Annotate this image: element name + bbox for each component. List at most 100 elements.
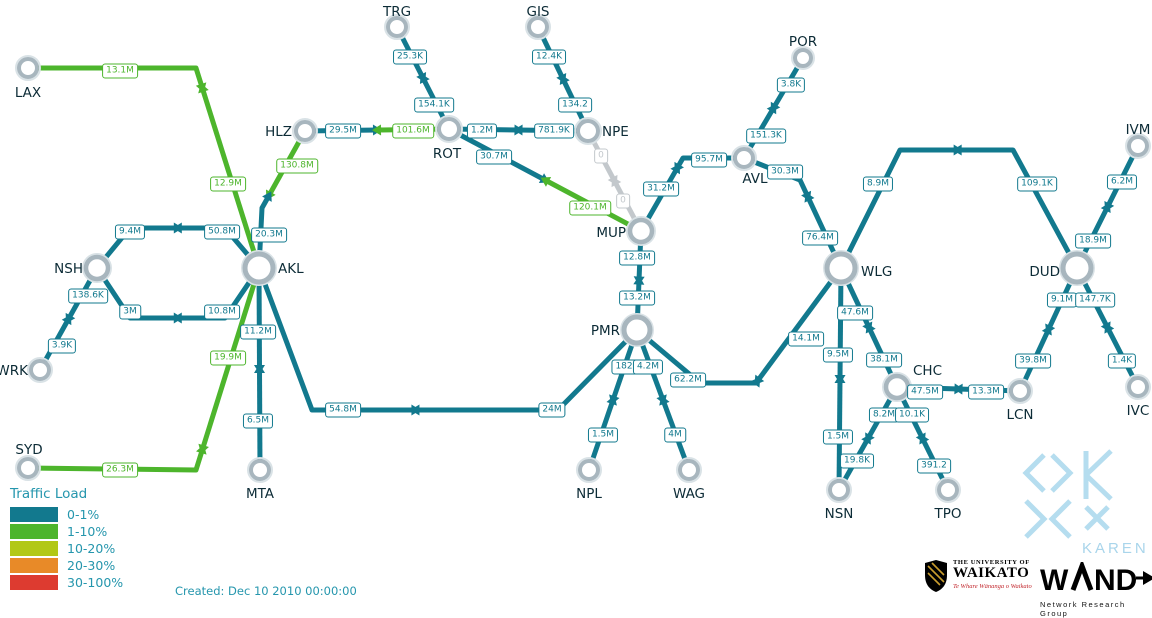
link-wlg-nsn-label-0[interactable]: 9.5M	[822, 347, 854, 363]
link-trg-rot-label-1[interactable]: 154.1K	[414, 97, 454, 113]
link-akl-pmr-label-0[interactable]: 54.8M	[325, 402, 361, 418]
node-TRG-circle[interactable]	[386, 16, 408, 38]
node-CHC[interactable]: CHC	[882, 363, 942, 402]
link-chc-lcn-label-1[interactable]: 13.3M	[968, 384, 1004, 400]
link-mup-avl-label-1[interactable]: 95.7M	[691, 152, 727, 168]
node-SYD-circle[interactable]	[17, 457, 39, 479]
node-AVL-circle[interactable]	[733, 147, 755, 169]
node-TRG[interactable]: TRG	[382, 4, 411, 40]
node-POR-circle[interactable]	[793, 48, 813, 68]
node-CHC-circle[interactable]	[883, 373, 911, 401]
node-WAG[interactable]: WAG	[673, 457, 705, 502]
link-pmr-wlg-half-b[interactable]	[755, 266, 844, 383]
link-avl-por-label-0[interactable]: 151.3K	[746, 128, 786, 144]
node-LAX-circle[interactable]	[17, 57, 39, 79]
link-nsh-wrk-label-0[interactable]: 138.6K	[68, 288, 108, 304]
link-rot-npe-label-0[interactable]: 1.2M	[466, 123, 498, 139]
node-GIS[interactable]: GIS	[525, 4, 551, 40]
link-rot-npe-label-1[interactable]: 781.9K	[534, 123, 574, 139]
link-pmr-wlg-label-1[interactable]: 14.1M	[788, 331, 824, 347]
link-mup-avl-label-0[interactable]: 31.2M	[643, 181, 679, 197]
node-HLZ-circle[interactable]	[294, 120, 316, 142]
node-NSH-circle[interactable]	[83, 254, 111, 282]
node-MUP[interactable]: MUP	[596, 216, 656, 246]
link-rot-mup-label-1[interactable]: 120.1M	[569, 200, 611, 216]
node-MUP-circle[interactable]	[627, 217, 655, 245]
link-wlg-chc-label-0[interactable]: 47.6M	[837, 305, 873, 321]
link-syd-akl-label-0[interactable]: 26.3M	[102, 462, 138, 478]
link-hlz-rot-label-1[interactable]: 101.6M	[392, 123, 434, 139]
node-PMR[interactable]: PMR	[591, 313, 654, 347]
link-nsh-wrk-label-1[interactable]: 3.9K	[47, 338, 77, 354]
link-syd-akl-label-1[interactable]: 19.9M	[210, 350, 246, 366]
node-NSN[interactable]: NSN	[825, 477, 854, 522]
node-ROT[interactable]: ROT	[433, 115, 463, 162]
node-LCN-circle[interactable]	[1009, 380, 1031, 402]
node-WLG-circle[interactable]	[824, 251, 858, 285]
link-rot-mup-label-0[interactable]: 30.7M	[476, 149, 512, 165]
link-akl-pmr-label-1[interactable]: 24M	[538, 402, 566, 418]
link-dud-ivm-label-0[interactable]: 18.9M	[1075, 233, 1111, 249]
link-avl-wlg-label-0[interactable]: 30.3M	[767, 164, 803, 180]
node-IVC-circle[interactable]	[1127, 376, 1149, 398]
node-LAX[interactable]: LAX	[15, 55, 41, 101]
link-pmr-npl-label-1[interactable]: 1.5M	[587, 427, 619, 443]
node-TPO[interactable]: TPO	[933, 477, 962, 522]
link-hlz-rot-label-0[interactable]: 29.5M	[325, 123, 361, 139]
link-avl-wlg-label-1[interactable]: 76.4M	[802, 230, 838, 246]
node-WLG[interactable]: WLG	[823, 250, 892, 286]
link-chc-lcn-label-0[interactable]: 47.5M	[907, 384, 943, 400]
link-pmr-wag-label-1[interactable]: 4M	[664, 427, 686, 443]
link-npe-mup-label-1[interactable]: 0	[616, 193, 630, 209]
node-POR[interactable]: POR	[789, 34, 817, 70]
node-WAG-circle[interactable]	[678, 459, 700, 481]
link-lcn-dud-label-0[interactable]: 39.8M	[1015, 353, 1051, 369]
link-gis-npe-label-0[interactable]: 12.4K	[532, 49, 566, 65]
node-LCN[interactable]: LCN	[1006, 378, 1034, 423]
link-akl-pmr-half-a[interactable]	[256, 267, 416, 413]
node-TPO-circle[interactable]	[937, 479, 959, 501]
node-MTA-circle[interactable]	[249, 459, 271, 481]
link-wlg-nsn-label-1[interactable]: 1.5M	[822, 429, 854, 445]
link-nsh-akl-north-label-1[interactable]: 50.8M	[204, 224, 240, 240]
node-WRK[interactable]: WRK	[0, 357, 53, 383]
link-syd-akl-half-a[interactable]	[27, 448, 205, 473]
node-WRK-circle[interactable]	[29, 359, 51, 381]
node-NPE[interactable]: NPE	[574, 117, 629, 145]
link-nsh-akl-south-label-0[interactable]: 3M	[119, 304, 141, 320]
link-pmr-wag-label-0[interactable]: 4.2M	[632, 359, 664, 375]
link-akl-pmr-half-b[interactable]	[415, 328, 639, 413]
link-mup-pmr-label-1[interactable]: 13.2M	[619, 290, 655, 306]
node-IVM-circle[interactable]	[1127, 135, 1149, 157]
node-DUD[interactable]: DUD	[1029, 250, 1095, 286]
link-wlg-dud-label-1[interactable]: 109.1K	[1017, 176, 1057, 192]
link-gis-npe-label-1[interactable]: 134.2	[558, 97, 592, 113]
node-NSH[interactable]: NSH	[54, 253, 112, 283]
link-lax-akl-label-1[interactable]: 12.9M	[210, 176, 246, 192]
link-nsh-akl-north-label-0[interactable]: 9.4M	[114, 224, 146, 240]
link-wlg-dud-half-b[interactable]	[957, 147, 1080, 270]
node-NPE-circle[interactable]	[576, 119, 600, 143]
node-GIS-circle[interactable]	[527, 16, 549, 38]
link-dud-ivc-label-0[interactable]: 147.7K	[1075, 292, 1115, 308]
link-lax-akl-half-a[interactable]	[28, 65, 205, 89]
node-NPL[interactable]: NPL	[576, 457, 602, 502]
node-IVC[interactable]: IVC	[1125, 374, 1151, 419]
link-hlz-akl-label-1[interactable]: 20.3M	[251, 227, 287, 243]
node-SYD[interactable]: SYD	[15, 442, 43, 481]
node-NPL-circle[interactable]	[578, 459, 600, 481]
link-avl-por-label-1[interactable]: 3.8K	[776, 77, 806, 93]
node-MTA[interactable]: MTA	[246, 457, 275, 502]
link-dud-ivm-label-1[interactable]: 6.2M	[1106, 174, 1138, 190]
link-lax-akl-label-0[interactable]: 13.1M	[102, 63, 138, 79]
node-NSN-circle[interactable]	[828, 479, 850, 501]
link-avl-wlg-half-a[interactable]	[743, 155, 811, 198]
link-chc-nsn-label-1[interactable]: 19.8K	[840, 453, 874, 469]
node-ROT-circle[interactable]	[437, 117, 461, 141]
link-wlg-dud-label-0[interactable]: 8.9M	[862, 176, 894, 192]
link-npe-mup-label-0[interactable]: 0	[594, 148, 608, 164]
node-DUD-circle[interactable]	[1060, 251, 1094, 285]
node-HLZ[interactable]: HLZ	[265, 118, 318, 144]
link-wlg-dud-half-a[interactable]	[838, 147, 958, 270]
link-dud-ivc-label-1[interactable]: 1.4K	[1107, 353, 1137, 369]
